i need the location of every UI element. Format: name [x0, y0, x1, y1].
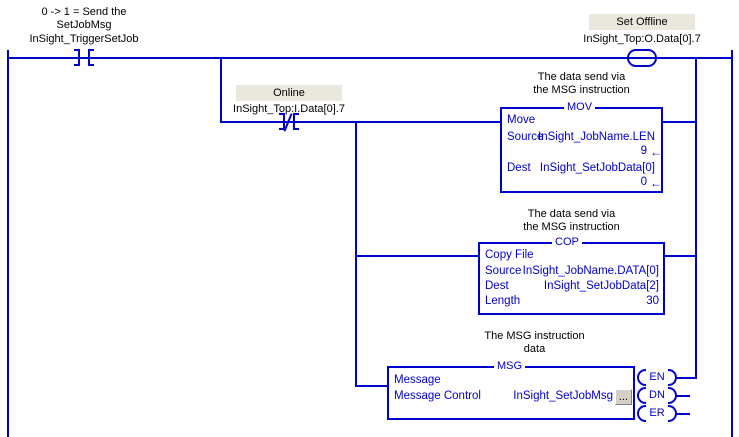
mov-dest-label: Dest: [507, 162, 531, 174]
msg-er-output-stub: [676, 413, 690, 415]
online-tag: InSight_Top:I.Data[0].7: [233, 103, 345, 115]
cop-source-label: Source: [485, 265, 522, 277]
msg-status-coil-er-label: ER: [649, 407, 665, 419]
left-power-rail: [7, 50, 9, 437]
coil-set-offline[interactable]: [627, 49, 657, 67]
contact-cap: [74, 49, 80, 51]
branch-left-vertical: [220, 57, 222, 123]
set-offline-tag: InSight_Top:O.Data[0].7: [583, 33, 701, 45]
msg-input-wire: [355, 385, 389, 387]
mov-source-value-arrow-icon: ←: [650, 145, 662, 159]
coil-arc-left: [637, 405, 646, 422]
msg-en-output-wire: [676, 377, 697, 379]
msg-status-coil-en: EN: [637, 369, 677, 386]
mov-source-operand[interactable]: InSight_JobName.LEN: [538, 131, 655, 143]
right-power-rail: [731, 50, 733, 437]
branch-online-wire: [220, 121, 502, 123]
msg-operation: Message: [394, 374, 441, 386]
mov-dest-operand[interactable]: InSight_SetJobData[0]: [539, 162, 655, 174]
coil-arc-right: [641, 49, 657, 67]
contact-cap: [279, 113, 285, 115]
instruction-branch-vertical: [355, 121, 357, 386]
cop-length-operand[interactable]: 30: [646, 295, 659, 307]
online-label: Online: [236, 85, 342, 101]
msg-instruction-block[interactable]: [387, 366, 635, 420]
contact-cap: [279, 128, 285, 130]
mov-source-value: 9: [640, 145, 647, 157]
mov-dest-value-arrow-icon: ←: [650, 176, 662, 190]
cop-title: COP: [552, 237, 582, 248]
contact-cap: [293, 113, 299, 115]
contact-cap: [88, 49, 94, 51]
cop-operation: Copy File: [485, 249, 534, 261]
msg-status-coil-en-label: EN: [649, 371, 665, 383]
set-offline-label: Set Offline: [589, 14, 695, 30]
contact-cap: [74, 64, 80, 66]
mov-title: MOV: [564, 102, 596, 113]
mov-source-label: Source: [507, 131, 544, 143]
msg-control-tag[interactable]: InSight_SetJobMsg: [513, 390, 613, 402]
cop-output-wire: [663, 255, 697, 257]
cop-source-operand[interactable]: InSight_JobName.DATA[0]: [522, 265, 659, 277]
msg-status-coil-dn: DN: [637, 387, 677, 404]
mov-output-wire: [661, 121, 697, 123]
msg-status-coil-er: ER: [637, 405, 677, 422]
contact-cap: [88, 64, 94, 66]
msg-status-coil-dn-label: DN: [649, 389, 665, 401]
mov-comment: The data send via the MSG instruction: [533, 71, 630, 96]
msg-browse-button[interactable]: ...: [615, 389, 632, 405]
contact-insight-trigger-setjob[interactable]: [71, 49, 97, 66]
contact-bar: [78, 49, 80, 66]
cop-dest-operand[interactable]: InSight_SetJobData[2]: [543, 280, 659, 292]
cop-input-wire: [355, 255, 480, 257]
msg-comment: The MSG instruction data: [484, 330, 585, 355]
contact-insight-online[interactable]: [276, 113, 302, 132]
msg-control-label: Message Control: [394, 390, 481, 402]
mov-operation: Move: [507, 114, 536, 126]
cop-comment: The data send via the MSG instruction: [523, 208, 620, 233]
msg-title: MSG: [494, 361, 526, 372]
cop-instruction-block[interactable]: [478, 242, 665, 315]
mov-dest-value: 0: [640, 176, 647, 188]
coil-arc-left: [637, 369, 646, 386]
contact-cap: [293, 128, 299, 130]
trigger-comment: 0 -> 1 = Send the SetJobMsg: [41, 6, 127, 31]
coil-arc-left: [637, 387, 646, 404]
cop-length-label: Length: [485, 295, 521, 307]
msg-dn-output-stub: [676, 395, 690, 397]
contact-bar: [293, 113, 295, 130]
contact-bar: [283, 113, 285, 130]
rung-main-wire: [7, 57, 733, 59]
branch-return-vertical: [695, 57, 697, 379]
trigger-tag: InSight_TriggerSetJob: [29, 33, 139, 45]
contact-bar: [88, 49, 90, 66]
coil-arc-left: [627, 49, 643, 67]
cop-dest-label: Dest: [485, 280, 509, 292]
